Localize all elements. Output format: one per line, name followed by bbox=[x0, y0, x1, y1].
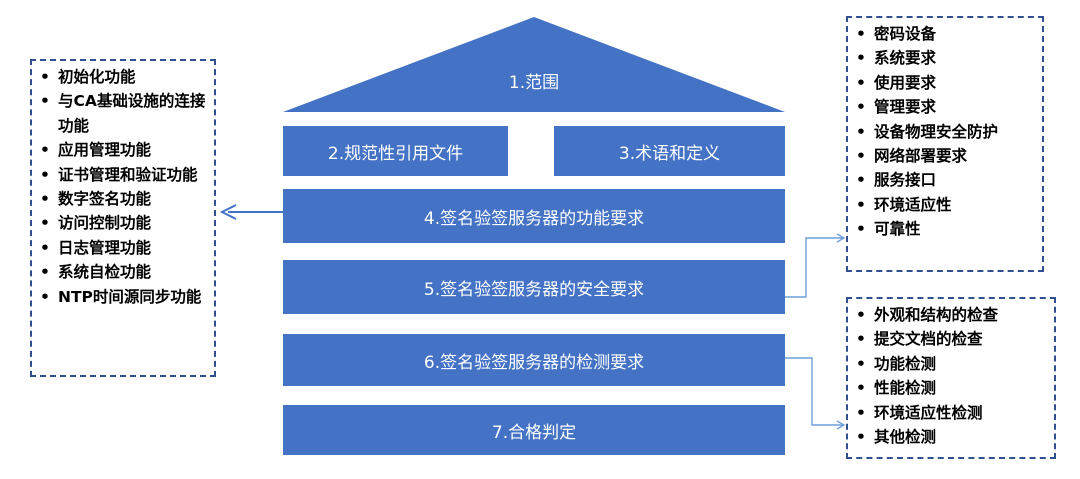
block-normative-references: 2.规范性引用文件 bbox=[283, 126, 508, 176]
security-list-box: 密码设备 系统要求 使用要求 管理要求 设备物理安全防护 网络部署要求 服务接口… bbox=[846, 16, 1044, 272]
list-item: 其他检测 bbox=[856, 425, 1048, 450]
list-item: 管理要求 bbox=[856, 95, 1036, 120]
list-item: 使用要求 bbox=[856, 71, 1036, 96]
list-item: 网络部署要求 bbox=[856, 144, 1036, 169]
function-list: 初始化功能 与CA基础设施的连接功能 应用管理功能 证书管理和验证功能 数字签名… bbox=[40, 65, 208, 309]
list-item: 数字签名功能 bbox=[40, 187, 208, 212]
list-item: 访问控制功能 bbox=[40, 211, 208, 236]
list-item: 系统要求 bbox=[856, 46, 1036, 71]
list-item: 功能检测 bbox=[856, 352, 1048, 377]
list-item: 性能检测 bbox=[856, 376, 1048, 401]
list-item: 系统自检功能 bbox=[40, 260, 208, 285]
list-item: 初始化功能 bbox=[40, 65, 208, 90]
list-item: 日志管理功能 bbox=[40, 236, 208, 261]
list-item: 服务接口 bbox=[856, 168, 1036, 193]
list-item: 外观和结构的检查 bbox=[856, 303, 1048, 328]
list-item: 环境适应性检测 bbox=[856, 401, 1048, 426]
roof-triangle bbox=[283, 17, 785, 112]
scope-label: 1.范围 bbox=[508, 73, 560, 93]
function-list-box: 初始化功能 与CA基础设施的连接功能 应用管理功能 证书管理和验证功能 数字签名… bbox=[30, 59, 216, 377]
security-list: 密码设备 系统要求 使用要求 管理要求 设备物理安全防护 网络部署要求 服务接口… bbox=[856, 22, 1036, 242]
list-item: 环境适应性 bbox=[856, 193, 1036, 218]
block-conformity-judgement: 7.合格判定 bbox=[283, 405, 785, 455]
list-item: 应用管理功能 bbox=[40, 138, 208, 163]
list-item: 设备物理安全防护 bbox=[856, 120, 1036, 145]
block-function-requirements: 4.签名验签服务器的功能要求 bbox=[283, 189, 785, 243]
block-terms-definitions: 3.术语和定义 bbox=[554, 126, 785, 176]
block-security-requirements: 5.签名验签服务器的安全要求 bbox=[283, 260, 785, 314]
list-item: NTP时间源同步功能 bbox=[40, 285, 208, 310]
list-item: 提交文档的检查 bbox=[856, 327, 1048, 352]
list-item: 密码设备 bbox=[856, 22, 1036, 47]
testing-list: 外观和结构的检查 提交文档的检查 功能检测 性能检测 环境适应性检测 其他检测 bbox=[856, 303, 1048, 450]
list-item: 与CA基础设施的连接功能 bbox=[40, 89, 208, 138]
block-testing-requirements: 6.签名验签服务器的检测要求 bbox=[283, 334, 785, 386]
testing-list-box: 外观和结构的检查 提交文档的检查 功能检测 性能检测 环境适应性检测 其他检测 bbox=[846, 297, 1056, 459]
list-item: 证书管理和验证功能 bbox=[40, 163, 208, 188]
list-item: 可靠性 bbox=[856, 217, 1036, 242]
